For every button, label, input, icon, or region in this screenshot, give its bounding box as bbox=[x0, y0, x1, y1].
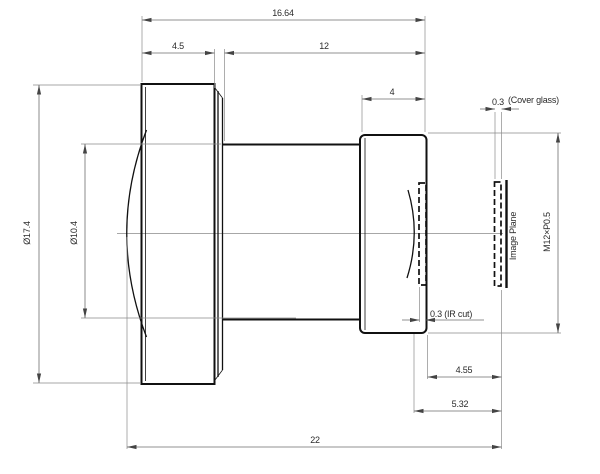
dim-label-cover-glass-note: (Cover glass) bbox=[508, 95, 559, 105]
dim-label-16-64: 16.64 bbox=[272, 8, 294, 18]
dim-label-4-55: 4.55 bbox=[456, 365, 473, 375]
lens-body bbox=[126, 83, 508, 385]
dim-label-22: 22 bbox=[310, 435, 320, 445]
image-plane-label: Image Plane bbox=[508, 212, 518, 261]
thread-spec-label: M12×P0.5 bbox=[542, 212, 552, 252]
dimension-lines bbox=[36, 17, 561, 450]
dim-label-dia17-4: Ø17.4 bbox=[22, 221, 32, 245]
step-chamfer-top bbox=[214, 87, 223, 99]
dim-label-dia10-4: Ø10.4 bbox=[69, 221, 79, 245]
extension-lines bbox=[33, 16, 561, 449]
front-barrel-outline bbox=[140, 83, 216, 385]
dim-label-ir-cut: 0.3 (IR cut) bbox=[430, 309, 472, 319]
front-lens-surface bbox=[126, 129, 148, 338]
ir-cut-filter bbox=[418, 182, 427, 286]
cover-glass bbox=[493, 181, 502, 287]
dimension-labels: 16.64 4.5 12 4 0.3 (Cover glass) 0.3 (IR… bbox=[22, 8, 559, 445]
dim-label-cover-glass-value: 0.3 bbox=[492, 97, 504, 107]
dim-label-12: 12 bbox=[319, 41, 329, 51]
dim-label-5-32: 5.32 bbox=[452, 399, 469, 409]
rear-thread-barrel-outline bbox=[359, 134, 428, 334]
dim-label-4: 4 bbox=[390, 87, 395, 97]
step-chamfer-bottom bbox=[214, 369, 223, 381]
dim-label-4-5: 4.5 bbox=[172, 41, 184, 51]
rear-lens-surface bbox=[406, 189, 415, 279]
